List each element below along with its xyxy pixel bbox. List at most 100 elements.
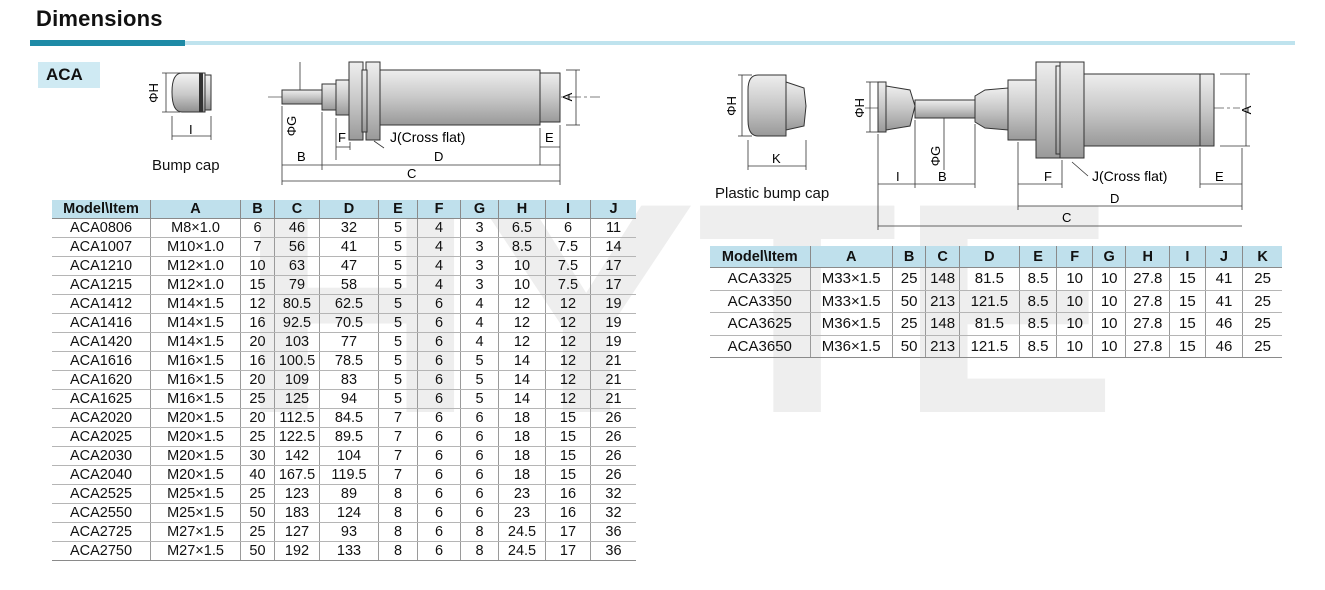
table-cell: 36 [590,541,636,561]
column-header: K [1242,246,1282,268]
label-j-cross-flat: J(Cross flat) [390,129,465,145]
table-cell: 10 [498,275,546,295]
table-cell: 20 [240,332,275,352]
table-cell: 17 [590,256,636,276]
table-cell: 15 [1169,312,1206,336]
label-b: B [297,149,306,164]
table-cell: ACA1416 [52,313,151,333]
table-cell: ACA1616 [52,351,151,371]
column-header: D [959,246,1020,268]
table-cell: 6 [240,218,275,238]
column-header: I [1169,246,1206,268]
table-cell: 127 [274,522,320,542]
table-cell: 14 [498,351,546,371]
page-title: Dimensions [36,6,163,31]
table-cell: 5 [378,275,418,295]
table-cell: ACA3350 [710,290,811,313]
table-cell: 12 [545,332,591,352]
table-cell: 18 [498,427,546,447]
column-header: D [319,200,379,219]
table-cell: M33×1.5 [810,267,893,291]
table-cell: 10 [1056,312,1093,336]
table-cell: 18 [498,465,546,485]
table-cell: ACA1620 [52,370,151,390]
table-cell: 27.8 [1125,290,1171,313]
table-cell: 15 [545,408,591,428]
label-phi-h-cap: ΦH [146,83,161,103]
table-cell: 3 [460,256,499,276]
column-header: H [1125,246,1171,268]
table-cell: 3 [460,275,499,295]
table-cell: 8 [460,541,499,561]
table-cell: 5 [378,294,418,314]
table-cell: 119.5 [319,465,379,485]
bump-cap-drawing: ΦH I [146,72,212,140]
table-cell: 4 [460,332,499,352]
label-d: D [434,149,443,164]
table-cell: 7 [378,408,418,428]
table-cell: 5 [378,389,418,409]
table-cell: 12 [240,294,275,314]
table-cell: 25 [1242,335,1282,358]
table-cell: M16×1.5 [150,351,241,371]
table-cell: 50 [892,290,927,313]
table-cell: 16 [545,484,591,504]
table-cell: 25 [892,312,927,336]
column-header: J [1205,246,1244,268]
table-cell: 58 [319,275,379,295]
table-cell: 62.5 [319,294,379,314]
table-cell: 5 [378,256,418,276]
table-cell: 18 [498,408,546,428]
table-cell: ACA2550 [52,503,151,523]
label-i-cap: I [189,122,193,137]
table-cell: 63 [274,256,320,276]
title-underline [185,41,1295,45]
series-badge: ACA [38,62,100,88]
table-cell: M14×1.5 [150,332,241,352]
table-cell: 12 [498,294,546,314]
table-cell: 12 [545,313,591,333]
table-cell: 6 [417,427,461,447]
table-cell: 12 [545,370,591,390]
table-cell: 93 [319,522,379,542]
table-cell: 26 [590,465,636,485]
table-cell: 8 [378,522,418,542]
table-cell: 7 [378,446,418,466]
table-cell: 6.5 [498,218,546,238]
column-header: B [240,200,275,219]
table-cell: 8 [378,484,418,504]
table-cell: 6 [417,389,461,409]
table-cell: 19 [590,313,636,333]
table-cell: 70.5 [319,313,379,333]
table-cell: 121.5 [959,335,1020,358]
table-cell: 25 [240,427,275,447]
table-cell: ACA2725 [52,522,151,542]
table-cell: 8.5 [1019,312,1058,336]
table-cell: 41 [1205,267,1244,291]
table-cell: 10 [1092,290,1127,313]
label-f: F [338,130,346,145]
table-cell: 4 [417,237,461,257]
table-cell: 6 [417,332,461,352]
table-cell: 5 [378,313,418,333]
label-phi-h: ΦH [852,98,867,118]
table-cell: 32 [590,484,636,504]
table-cell: 3 [460,237,499,257]
table-cell: 81.5 [959,267,1020,291]
table-cell: 26 [590,408,636,428]
table-cell: 4 [417,218,461,238]
table-cell: 14 [498,370,546,390]
plastic-bump-cap-drawing: ΦH K [724,74,807,170]
table-cell: 4 [417,256,461,276]
table-cell: 25 [1242,290,1282,313]
table-cell: 32 [590,503,636,523]
right-dimension-diagram: ΦH K ΦH ΦG [724,61,1254,230]
